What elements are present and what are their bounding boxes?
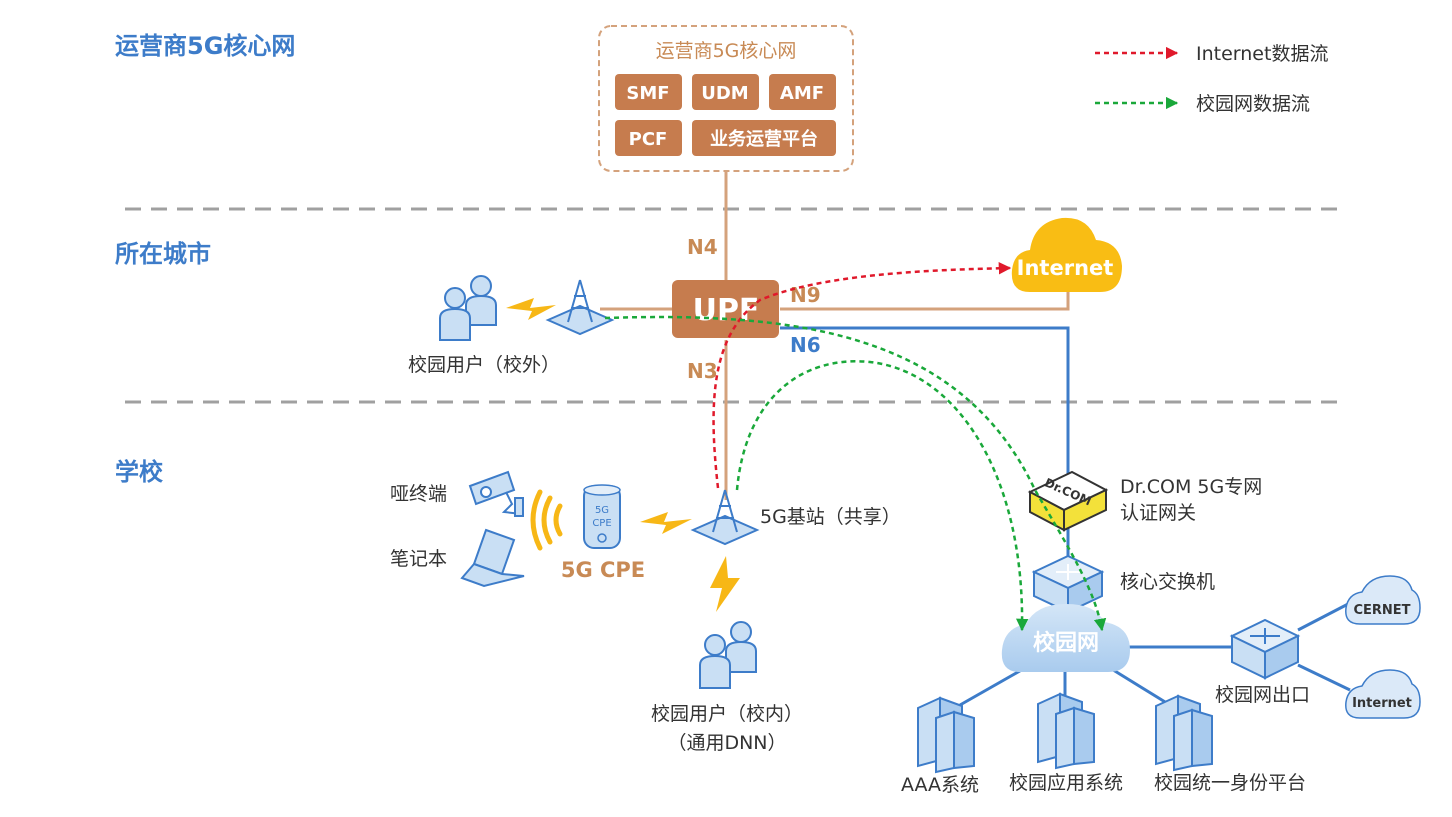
upf-node: UPF [672,280,779,338]
auth-gateway-label-line1: Dr.COM 5G专网 [1120,476,1262,498]
exit-internet-label: Internet [1352,696,1412,711]
campus-to-identity-link [1109,666,1171,707]
oncampus-user-label-line2: （通用DNN） [667,732,786,754]
base-station-icon [690,489,760,546]
auth-gateway-label-line2: 认证网关 [1120,502,1196,524]
zone-title-city: 所在城市 [115,240,211,268]
interface-n4-label: N4 [687,235,718,259]
server-aaa-icon [917,696,975,774]
cernet-cloud: CERNET [1345,575,1421,625]
interface-n3-label: N3 [687,359,718,383]
exit-to-cernet-link [1297,601,1351,632]
n9-link [780,285,1070,311]
nf-amf-label: AMF [780,83,824,104]
legend-internet-label: Internet数据流 [1196,43,1328,65]
laptop-label: 笔记本 [390,548,447,570]
offcampus-users-icon [439,275,497,341]
oncampus-user-label-line1: 校园用户（校内） [651,703,803,725]
zone-title-operator: 运营商5G核心网 [115,32,295,60]
cpe-device-line2: CPE [592,518,611,529]
legend: Internet数据流 校园网数据流 [1095,43,1328,115]
nf-amf: AMF [769,74,836,110]
cpe-signal-icon [530,489,563,551]
server-aaa-label: AAA系统 [901,774,979,796]
n6-link [780,326,1070,480]
nf-pcf: PCF [615,120,682,156]
cpe-label: 5G CPE [561,558,645,582]
server-apps-icon [1037,692,1095,770]
laptop-icon [460,528,525,588]
internet-flow-arrow [712,262,1012,489]
exit-to-internet-link [1297,663,1351,692]
nf-service-platform: 业务运营平台 [692,120,836,156]
campus-exit-icon [1229,618,1301,680]
campus-network-cloud: 校园网 [1001,604,1130,672]
interface-n9-label: N9 [790,283,821,307]
offcampus-user-label: 校园用户（校外） [408,354,560,376]
oncampus-users-icon [699,621,757,689]
nf-service-platform-label: 业务运营平台 [710,128,818,150]
cpe-device-line1: 5G [595,505,609,516]
camera-icon [468,470,524,517]
core-switch-icon [1031,554,1105,614]
interface-n6-label: N6 [790,333,821,357]
core-switch-label: 核心交换机 [1120,571,1215,593]
upf-label: UPF [693,293,760,328]
server-identity-icon [1155,694,1213,772]
dumb-terminal-label: 哑终端 [390,483,447,505]
city-tower-icon [545,279,615,336]
cernet-cloud-icon [1345,575,1421,625]
base-station-label: 5G基站（共享） [760,506,901,528]
campus-to-aaa-link [959,666,1026,707]
server-identity-label: 校园统一身份平台 [1154,772,1306,794]
campus-network-label: 校园网 [1033,630,1099,656]
nf-pcf-label: PCF [629,129,668,150]
cpe-bolt-icon [640,512,692,534]
nf-udm: UDM [692,74,759,110]
auth-gateway-icon: Dr.COM [1027,470,1109,532]
cloud-yellow-icon [1011,217,1122,292]
internet-cloud-label: Internet [1017,256,1114,280]
core-network-frame [598,25,854,172]
campus-flow-arrow-oncampus [735,360,1029,632]
core-network-title: 运营商5G核心网 [656,40,797,62]
exit-internet-cloud-icon [1345,669,1421,719]
server-apps-label: 校园应用系统 [1009,772,1123,794]
base-station-bolt-icon [710,556,740,612]
cpe-power-icon [597,533,607,543]
nf-smf: SMF [615,74,682,110]
nf-udm-label: UDM [701,83,748,104]
campus-exit-label: 校园网出口 [1215,684,1310,706]
cernet-label: CERNET [1353,603,1410,618]
cpe-device-icon: 5G CPE [583,484,621,549]
legend-campus-label: 校园网数据流 [1196,93,1310,115]
zone-title-school: 学校 [115,458,164,486]
offcampus-bolt-icon [506,298,556,320]
exit-internet-cloud: Internet [1345,669,1421,719]
campus-flow-arrow-offcampus [604,315,1107,632]
internet-cloud: Internet [1011,217,1122,292]
core-network-box: 运营商5G核心网 SMF UDM AMF PCF 业务运营平台 [598,25,854,172]
nf-smf-label: SMF [626,83,669,104]
